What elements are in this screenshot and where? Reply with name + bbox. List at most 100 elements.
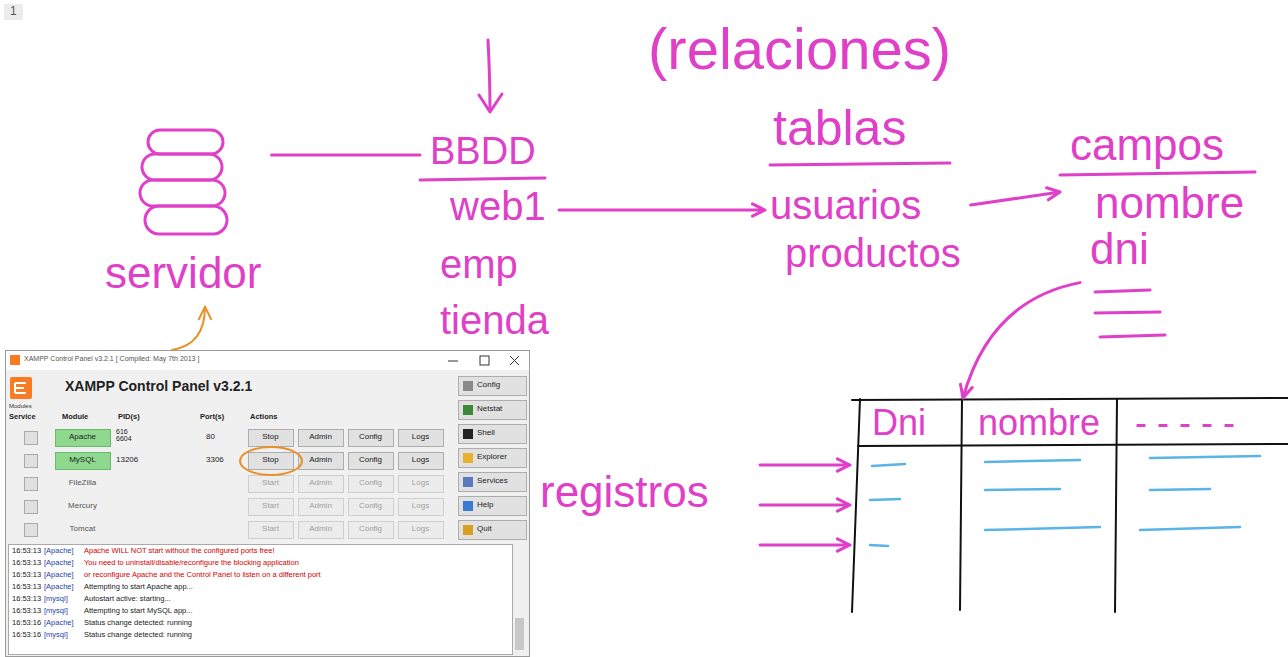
records-table: Dninombre- - - - - bbox=[850, 398, 1288, 618]
module-rows-part bbox=[249, 453, 294, 470]
log-time: 16:53:13 bbox=[12, 607, 41, 616]
action-button-label: Config bbox=[348, 478, 393, 487]
connector-arrow bbox=[760, 499, 850, 511]
connector-arrow bbox=[559, 204, 765, 216]
table-grid-part bbox=[852, 398, 1288, 400]
table-grid-part bbox=[858, 444, 1288, 446]
module-rows-part bbox=[399, 522, 444, 539]
module-rows-part bbox=[56, 453, 111, 470]
connector-arrow bbox=[172, 307, 211, 350]
server-icon bbox=[140, 130, 227, 234]
action-button-label: Stop bbox=[248, 432, 293, 441]
connector-arrow bbox=[272, 154, 421, 157]
log-time: 16:53:13 bbox=[12, 547, 41, 556]
page-number: 1 bbox=[4, 4, 23, 20]
column-header: Service bbox=[9, 413, 36, 422]
module-rows-part bbox=[399, 499, 444, 516]
xampp-window-frame-part bbox=[480, 356, 489, 365]
node-text: tienda bbox=[440, 297, 549, 343]
action-button-label: Logs bbox=[398, 432, 443, 441]
side-buttons-part bbox=[463, 501, 473, 511]
hand-strokes-part bbox=[1095, 290, 1150, 292]
table-grid bbox=[852, 398, 1288, 612]
tables-list: tablas usuariosproductos bbox=[765, 100, 971, 284]
side-buttons bbox=[459, 377, 527, 540]
module-rows-part bbox=[299, 453, 344, 470]
log-module: [mysql] bbox=[44, 631, 68, 640]
table-grid-part bbox=[1115, 399, 1117, 612]
log-message: You need to uninstall/disable/reconfigur… bbox=[84, 559, 299, 568]
module-name: Apache bbox=[55, 432, 110, 441]
module-rows-part bbox=[349, 522, 394, 539]
action-button-label: Admin bbox=[298, 432, 343, 441]
side-button-label: Services bbox=[477, 476, 508, 485]
module-rows-part bbox=[25, 501, 38, 514]
log-module: [Apache] bbox=[44, 571, 74, 580]
server-icon-part bbox=[148, 130, 223, 154]
module-rows-part bbox=[25, 432, 38, 445]
pid-value: 13206 bbox=[116, 455, 138, 464]
side-button-label: Netstat bbox=[477, 404, 502, 413]
side-buttons-part bbox=[459, 473, 527, 492]
action-button-label: Logs bbox=[398, 455, 443, 464]
module-rows-part bbox=[349, 430, 394, 447]
node-text: productos bbox=[785, 230, 961, 276]
record-lines-part bbox=[1150, 456, 1260, 458]
side-button-label: Config bbox=[477, 380, 500, 389]
node-text: campos bbox=[1070, 120, 1224, 171]
module-rows-part bbox=[349, 499, 394, 516]
node-text: XAMPP Control Panel v3.2.1 bbox=[65, 378, 252, 394]
hand-strokes-part bbox=[488, 40, 490, 110]
xampp-window-frame-part bbox=[6, 351, 529, 370]
module-rows-part bbox=[299, 499, 344, 516]
action-button-label: Config bbox=[348, 501, 393, 510]
module-name: Mercury bbox=[55, 501, 110, 510]
xampp-window-frame bbox=[6, 351, 530, 657]
node-text: dni bbox=[1090, 224, 1149, 275]
node-text: emp bbox=[440, 241, 518, 287]
side-buttons-part bbox=[459, 401, 527, 420]
side-buttons-part bbox=[463, 429, 473, 439]
log-module: [Apache] bbox=[44, 559, 74, 568]
table-grid-part bbox=[852, 399, 860, 612]
node-text: BBDD bbox=[430, 130, 536, 174]
action-button-label: Start bbox=[248, 501, 293, 510]
side-buttons-part bbox=[459, 449, 527, 468]
record-lines-part bbox=[985, 489, 1060, 490]
module-rows bbox=[25, 430, 444, 539]
connector-arrow bbox=[971, 188, 1060, 205]
log-area-part bbox=[515, 618, 524, 650]
side-buttons-part bbox=[459, 377, 527, 396]
log-message: Attempting to start Apache app... bbox=[84, 583, 193, 592]
module-rows-part bbox=[25, 478, 38, 491]
node-text: nombre bbox=[1095, 178, 1244, 229]
side-button-label: Quit bbox=[477, 524, 492, 533]
action-button-label: Admin bbox=[298, 478, 343, 487]
port-value: 3306 bbox=[206, 455, 224, 464]
node-text: tablas bbox=[773, 100, 906, 158]
hand-strokes-part bbox=[479, 94, 502, 112]
log-time: 16:53:13 bbox=[12, 559, 41, 568]
record-lines-part bbox=[985, 527, 1100, 530]
module-name: MySQL bbox=[55, 455, 110, 464]
hand-strokes-part bbox=[770, 163, 950, 165]
action-button-label: Admin bbox=[298, 455, 343, 464]
log-message: Autostart active: starting... bbox=[84, 595, 171, 604]
record-lines-part bbox=[872, 464, 905, 466]
column-header: Port(s) bbox=[200, 413, 224, 422]
server-icon-part bbox=[140, 180, 225, 206]
log-time: 16:53:16 bbox=[12, 631, 41, 640]
log-module: [mysql] bbox=[44, 607, 68, 616]
node-text: Dni bbox=[872, 402, 926, 443]
module-name: FileZilla bbox=[55, 478, 110, 487]
module-rows-part bbox=[299, 522, 344, 539]
column-header: Actions bbox=[250, 413, 278, 422]
port-value: 80 bbox=[206, 432, 215, 441]
xampp-window-frame-part bbox=[15, 383, 26, 393]
node-text: usuarios bbox=[770, 182, 921, 228]
log-message: Status change detected: running bbox=[84, 619, 192, 628]
node-text: - - - - - bbox=[1135, 402, 1235, 443]
table-grid-part bbox=[960, 399, 962, 610]
record-lines-part bbox=[870, 545, 888, 546]
module-rows-part bbox=[56, 430, 111, 447]
